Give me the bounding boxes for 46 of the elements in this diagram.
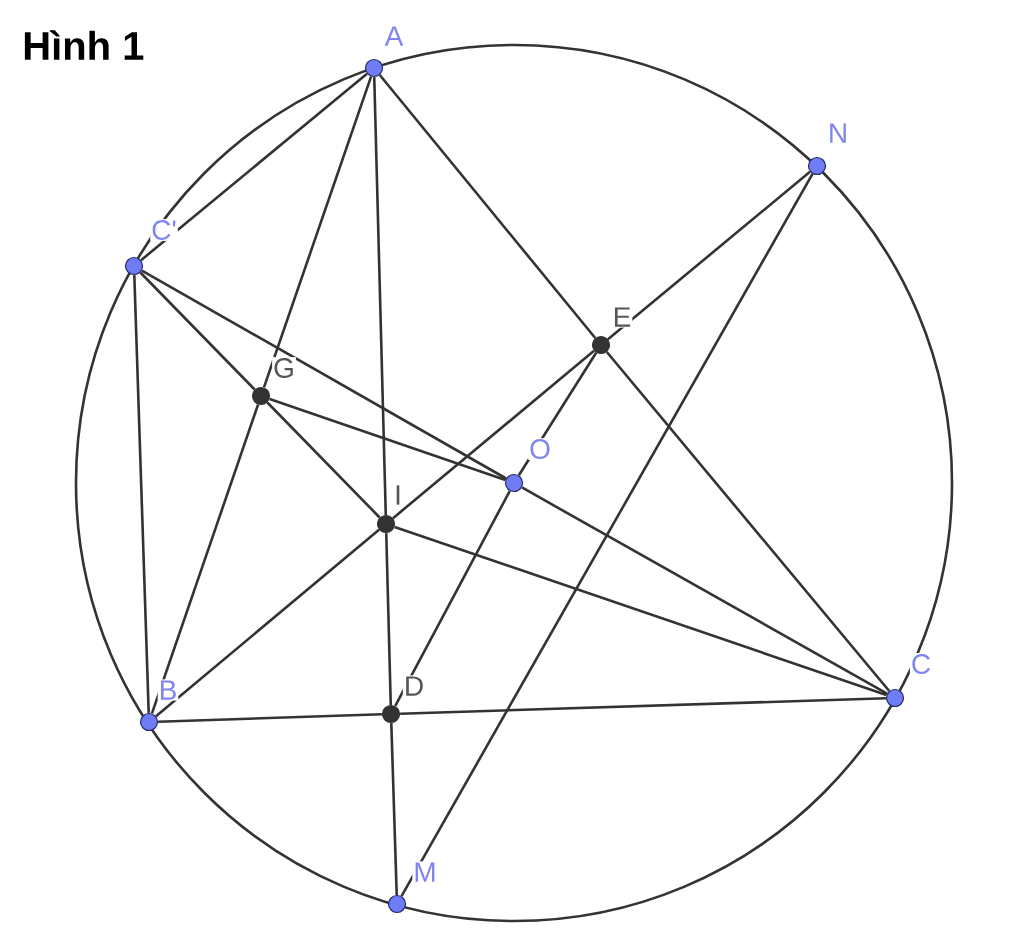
line-segment: [269, 397, 506, 482]
point-marker: [591, 335, 611, 355]
line-segment: [372, 77, 388, 515]
point-label: B: [157, 679, 179, 701]
line-segment: [394, 525, 887, 697]
line-segment: [400, 173, 814, 897]
point-label: C': [150, 219, 178, 241]
point-label: I: [393, 484, 403, 506]
line-segment: [384, 533, 393, 705]
point-marker: [504, 473, 524, 493]
point-marker: [124, 256, 144, 276]
point-marker: [387, 894, 407, 914]
line-segment: [521, 486, 888, 695]
line-segment: [141, 269, 507, 480]
line-segment: [517, 352, 598, 476]
figure-title: Hình 1: [24, 30, 144, 60]
line-segment: [266, 401, 381, 519]
point-label: A: [383, 25, 405, 47]
line-segment: [390, 723, 398, 895]
line-segment: [133, 275, 150, 713]
point-marker: [381, 704, 401, 724]
line-segment: [607, 170, 811, 341]
line-segment: [262, 76, 373, 388]
line-segment: [392, 349, 595, 520]
line-segment: [150, 404, 260, 714]
point-label: G: [272, 357, 296, 379]
point-marker: [885, 688, 905, 708]
line-segment: [140, 72, 368, 262]
point-marker: [251, 386, 271, 406]
line-segment: [139, 271, 256, 391]
point-marker: [376, 514, 396, 534]
line-segment: [155, 528, 380, 718]
line-segment: [378, 74, 597, 339]
point-label: N: [826, 122, 850, 144]
point-marker: [364, 58, 384, 78]
point-label: M: [412, 861, 438, 883]
line-segment: [605, 351, 891, 692]
point-label: O: [528, 438, 552, 460]
point-marker: [139, 712, 159, 732]
point-label: D: [402, 675, 426, 697]
line-segment: [158, 713, 382, 723]
line-segment: [394, 490, 511, 707]
point-label: C: [909, 653, 933, 675]
line-segment: [400, 697, 886, 715]
point-label: E: [611, 306, 633, 328]
point-marker: [807, 156, 827, 176]
